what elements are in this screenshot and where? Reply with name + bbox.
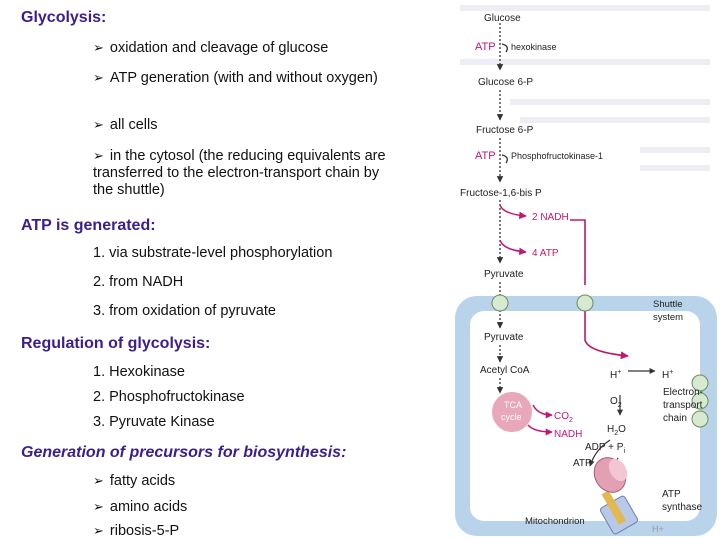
atp-item-1: 1. via substrate-level phosphorylation xyxy=(93,245,333,261)
label-atp-mito: ATP xyxy=(573,458,592,469)
label-transport: transport xyxy=(663,400,703,411)
label-cycle: cycle xyxy=(501,412,522,422)
label-glucose-6p: Glucose 6-P xyxy=(478,77,533,88)
membrane-transporters xyxy=(491,294,709,428)
regulation-item-3: 3. Pyruvate Kinase xyxy=(93,414,215,430)
regulation-item-2: 2. Phosphofructokinase xyxy=(93,389,245,405)
atp-synthase xyxy=(593,457,639,535)
glycolysis-item-3: all cells xyxy=(93,117,158,133)
label-atp-synthase-2: synthase xyxy=(662,502,702,513)
label-h-plus-2: H+ xyxy=(662,369,673,381)
nadh-shuttle-line xyxy=(570,219,586,285)
label-electron: Electron- xyxy=(663,387,703,398)
label-acetyl-coa: Acetyl CoA xyxy=(480,365,530,376)
precursor-item-3: ribosis-5-P xyxy=(93,523,179,539)
label-hexokinase: hexokinase xyxy=(511,42,557,52)
precursor-item-2: amino acids xyxy=(93,499,187,515)
atp-item-3: 3. from oxidation of pyruvate xyxy=(93,303,276,319)
regulation-item-1: 1. Hexokinase xyxy=(93,364,185,380)
atp4-arrow xyxy=(499,239,527,256)
precursors-heading: Generation of precursors for biosynthesi… xyxy=(21,444,347,461)
label-4-atp: 4 ATP xyxy=(532,248,559,259)
label-pyruvate-cytosol: Pyruvate xyxy=(484,269,524,280)
glycolysis-item-2: ATP generation (with and without oxygen) xyxy=(93,69,393,87)
label-nadh-mito: NADH xyxy=(554,429,582,440)
tca-co2-arrow xyxy=(532,404,553,419)
label-system: system xyxy=(653,312,683,323)
label-shuttle: Shuttle xyxy=(653,299,683,310)
label-pyruvate-mito: Pyruvate xyxy=(484,332,524,343)
mitochondrion-matrix xyxy=(470,311,700,521)
label-atp-1: ATP xyxy=(475,41,496,53)
label-chain: chain xyxy=(663,413,687,424)
tca-cycle xyxy=(490,390,534,434)
label-fructose-6p: Fructose 6-P xyxy=(476,125,534,136)
regulation-heading: Regulation of glycolysis: xyxy=(21,335,211,352)
label-atp-2: ATP xyxy=(475,150,496,162)
label-o2: O2 xyxy=(610,396,622,409)
label-phosphofructokinase: Phosphofructokinase-1 xyxy=(511,151,603,161)
atp-item-2: 2. from NADH xyxy=(93,274,184,290)
precursor-item-1: fatty acids xyxy=(93,473,175,489)
label-glucose: Glucose xyxy=(484,13,521,24)
nadh-arrow xyxy=(499,204,527,220)
tca-nadh-arrow xyxy=(527,424,553,436)
label-h-plus-bottom: H+ xyxy=(652,524,664,534)
glycolysis-item-1: oxidation and cleavage of glucose xyxy=(93,40,328,56)
label-h2o: H2O xyxy=(607,424,626,437)
label-adp-pi: ADP + Pi xyxy=(585,442,625,455)
glycolysis-item-4: in the cytosol (the reducing equivalents… xyxy=(93,147,398,199)
atp-heading: ATP is generated: xyxy=(21,217,156,234)
label-co2: CO2 xyxy=(554,411,573,424)
background-ghost-lines xyxy=(460,5,710,171)
glycolysis-pathway-diagram: Glucose ATP hexokinase Glucose 6-P Fruct… xyxy=(455,5,717,536)
label-2-nadh: 2 NADH xyxy=(532,212,569,223)
atp-pfk-arrow xyxy=(501,154,508,164)
label-atp-synthase-1: ATP xyxy=(662,489,681,500)
label-h-plus-1: H+ xyxy=(610,369,621,381)
glycolysis-heading: Glycolysis: xyxy=(21,9,107,26)
label-tca: TCA xyxy=(504,400,522,410)
label-fructose-16bisp: Fructose-1,6-bis P xyxy=(460,188,542,199)
shuttle-to-etc-arrow xyxy=(584,305,629,360)
label-mitochondrion: Mitochondrion xyxy=(525,516,585,527)
atp-hexokinase-arrow xyxy=(501,43,508,53)
